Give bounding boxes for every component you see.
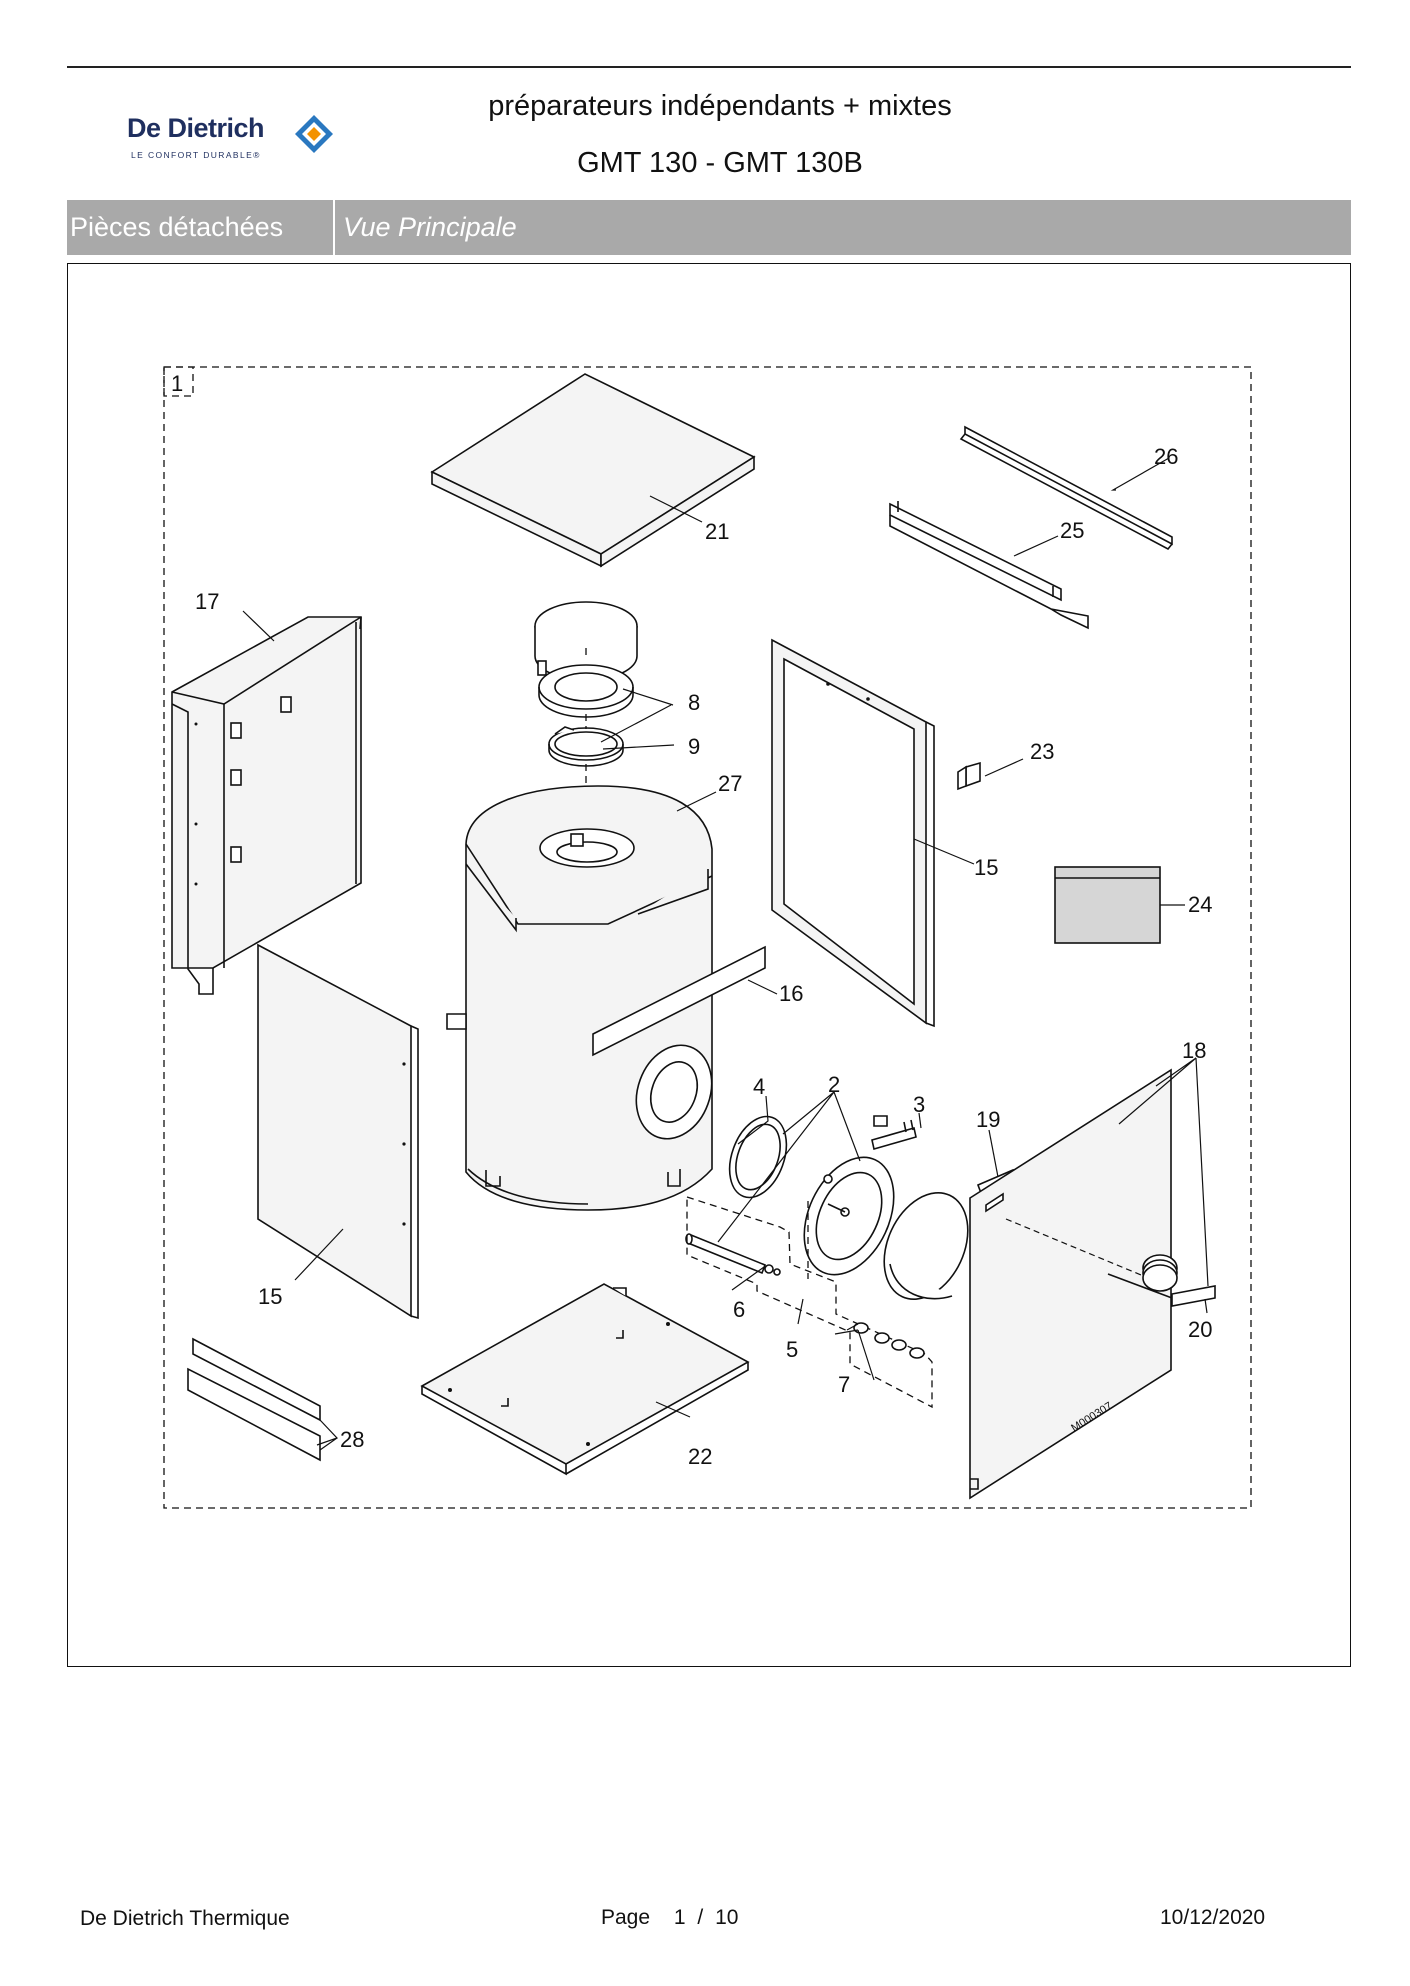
callout: 19 [976, 1107, 1000, 1132]
part-side-panel-right [771, 638, 935, 1028]
part-base-plate [420, 1283, 750, 1476]
assembly-label-box [163, 366, 194, 397]
part-front-panel-18: M000307 [969, 1068, 1172, 1500]
footer-company: De Dietrich Thermique [80, 1907, 290, 1930]
part-clip-23 [957, 761, 981, 791]
callout: 27 [718, 771, 742, 796]
callout: 21 [705, 519, 729, 544]
callout: 26 [1154, 444, 1178, 469]
callout: 3 [913, 1092, 925, 1117]
callout: 18 [1182, 1038, 1206, 1063]
part-back-panel [171, 616, 362, 995]
part-gasket-9 [548, 726, 624, 767]
part-cover-cap [883, 1191, 969, 1301]
callout-numbers: 26 25 21 17 8 9 27 23 15 24 16 18 4 2 3 … [195, 444, 1212, 1469]
brand-tagline: LE CONFORT DURABLE® [131, 150, 261, 160]
callout: 23 [1030, 739, 1054, 764]
callout: 8 [688, 690, 700, 715]
callout: 25 [1060, 518, 1084, 543]
brand-name: De Dietrich [127, 113, 265, 143]
group-5-outline [686, 1196, 933, 1409]
page-separator: / [697, 1906, 704, 1929]
part-gasket-4 [728, 1115, 788, 1199]
part-profiles-28 [187, 1337, 321, 1462]
callout: 6 [733, 1297, 745, 1322]
exploded-parts-diagram: .ln { fill: none; stroke: #111; stroke-w… [163, 366, 1252, 1509]
part-nuts-7 [853, 1322, 925, 1359]
top-rule [67, 66, 1351, 68]
part-sensor-3 [871, 1115, 917, 1151]
callout: 20 [1188, 1317, 1212, 1342]
callout: 15 [258, 1284, 282, 1309]
callout: 15 [974, 855, 998, 880]
page-current: 1 [673, 1906, 686, 1929]
document-title: préparateurs indépendants + mixtes [488, 90, 952, 122]
footer-date: 10/12/2020 [1160, 1906, 1266, 1929]
brand-diamond-icon [295, 115, 333, 153]
brand-logo: De Dietrich LE CONFORT DURABLE® [127, 108, 347, 168]
section-label: Pièces détachées [67, 200, 335, 255]
part-strap-16 [592, 945, 766, 1057]
part-bag-24 [1054, 866, 1161, 944]
callout: 16 [779, 981, 803, 1006]
callout: 22 [688, 1444, 712, 1469]
part-heating-flange-2 [803, 1156, 895, 1276]
callout: 4 [753, 1074, 765, 1099]
page-label: Page [601, 1906, 651, 1929]
page-total: 10 [715, 1906, 739, 1929]
assembly-label: 1 [171, 371, 183, 396]
callout: 9 [688, 734, 700, 759]
part-anode-6 [685, 1233, 781, 1276]
footer-pagination: Page 1 / 10 [601, 1906, 744, 1930]
document-model: GMT 130 - GMT 130B [577, 147, 863, 179]
callout: 5 [786, 1337, 798, 1362]
part-thermostat-20 [1107, 1254, 1216, 1307]
callout: 24 [1188, 892, 1212, 917]
part-rail-26 [959, 425, 1173, 551]
view-label: Vue Principale [343, 212, 517, 242]
diagram-frame: .ln { fill: none; stroke: #111; stroke-w… [67, 263, 1351, 1667]
callout: 7 [838, 1372, 850, 1397]
part-bracket-25 [889, 501, 1089, 630]
assembly-boundary [163, 366, 1252, 1509]
part-tank-side-flange [635, 1044, 713, 1140]
part-side-panel-left [257, 943, 419, 1320]
callout: 17 [195, 589, 219, 614]
part-flange-8 [537, 660, 634, 718]
part-top-cover [430, 373, 756, 568]
callout: 28 [340, 1427, 364, 1452]
leader-lines [242, 457, 1209, 1451]
section-header-bar: Pièces détachées Vue Principale [67, 200, 1351, 255]
callout: 2 [828, 1072, 840, 1097]
